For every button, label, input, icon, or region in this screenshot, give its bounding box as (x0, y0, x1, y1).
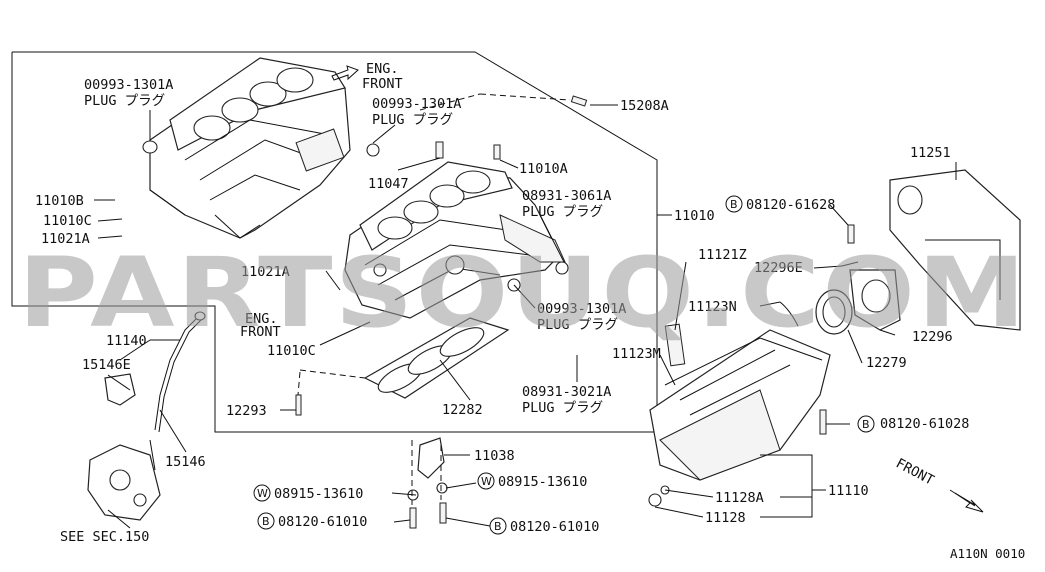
label-11123m: 11123M (612, 346, 661, 362)
label-11121z: 11121Z (698, 247, 747, 263)
label-15146e: 15146E (82, 357, 131, 373)
label-11251: 11251 (910, 145, 951, 161)
label-11110: 11110 (828, 483, 869, 499)
svg-text:B: B (730, 198, 738, 211)
plug-main-block-rear (366, 143, 380, 157)
label-b-61028: 08120-61028 (880, 416, 969, 432)
svg-text:B: B (494, 520, 502, 533)
svg-text:W: W (257, 487, 268, 500)
label-eng-front-mid-2: FRONT (240, 324, 281, 340)
label-plug-3-sub: PLUG プラグ (522, 204, 603, 220)
label-plug-4-sub: PLUG プラグ (537, 317, 618, 333)
svg-text:W: W (481, 475, 492, 488)
eng-front-arrow-top (331, 65, 359, 81)
label-11128: 11128 (705, 510, 746, 526)
label-12279: 12279 (866, 355, 907, 371)
label-front: FRONT (893, 455, 936, 488)
label-plug-4: 00993-1301A (537, 301, 626, 317)
gasket-12296e (841, 261, 859, 267)
oil-pan-gasket-12282 (363, 317, 510, 399)
label-plug-5-sub: PLUG プラグ (522, 400, 603, 416)
bolt-right (439, 502, 447, 524)
label-11123n: 11123N (688, 299, 737, 315)
label-11140: 11140 (106, 333, 147, 349)
plug-left-block (142, 140, 158, 154)
label-b-61628: 08120-61628 (746, 197, 835, 213)
label-11047: 11047 (368, 176, 409, 192)
cylinder-block-main (344, 161, 566, 319)
label-15208a: 15208A (620, 98, 669, 114)
oil-pump-housing (87, 444, 161, 521)
drain-plug-11128 (648, 493, 662, 507)
label-eng-front-top-2: FRONT (362, 76, 403, 92)
label-11010a: 11010A (519, 161, 568, 177)
baffle-11038 (417, 437, 445, 479)
dowel-11010a (493, 144, 501, 160)
label-b-61010-right: 08120-61010 (510, 519, 599, 535)
label-see-sec: SEE SEC.150 (60, 529, 149, 545)
bolt-61628 (847, 224, 855, 244)
label-w-13610-left: 08915-13610 (274, 486, 363, 502)
svg-text:B: B (262, 515, 270, 528)
label-plug-3: 08931-3061A (522, 188, 611, 204)
diagram-code: A110N 0010 (950, 546, 1025, 561)
label-plug-5: 08931-3021A (522, 384, 611, 400)
cylinder-block-left (149, 57, 351, 239)
circle-w-icon-right: W (477, 472, 495, 490)
circle-w-icon-left: W (253, 484, 271, 502)
label-plug-1-sub: PLUG プラグ (84, 93, 165, 109)
assembly-frame (11, 51, 658, 433)
washer-right (436, 482, 448, 494)
dowel-11047 (435, 141, 444, 159)
label-eng-front-top: ENG. (366, 61, 399, 77)
label-w-13610-right: 08915-13610 (498, 474, 587, 490)
retainer-12296 (849, 269, 901, 331)
plug-main-block-front (555, 261, 569, 275)
circle-b-icon-61628: B (725, 195, 743, 213)
rear-plate-11251 (889, 169, 1021, 331)
label-b-61010-left: 08120-61010 (278, 514, 367, 530)
label-12296: 12296 (912, 329, 953, 345)
label-12296e: 12296E (754, 260, 803, 276)
label-11021a-left: 11021A (41, 231, 90, 247)
bolt-12293 (295, 394, 302, 416)
label-11021a-mid: 11021A (241, 264, 290, 280)
oil-strainer-11121z (664, 323, 686, 367)
bolt-61028 (819, 409, 827, 435)
label-11010c-mid: 11010C (267, 343, 316, 359)
label-11038: 11038 (474, 448, 515, 464)
label-12293: 12293 (226, 403, 267, 419)
label-plug-2-sub: PLUG プラグ (372, 112, 453, 128)
leader-lines (94, 104, 957, 527)
bolt-left (409, 507, 417, 529)
label-12282: 12282 (442, 402, 483, 418)
circle-b-icon-left: B (257, 512, 275, 530)
label-plug-2: 00993-1301A (372, 96, 461, 112)
svg-text:B: B (862, 418, 870, 431)
label-plug-1: 00993-1301A (84, 77, 173, 93)
guide-bracket-15146e (104, 373, 136, 406)
label-11010: 11010 (674, 208, 715, 224)
label-11010b: 11010B (35, 193, 84, 209)
label-11010c-left: 11010C (43, 213, 92, 229)
oil-level-gauge-11140 (154, 311, 206, 433)
circle-b-icon-61028: B (857, 415, 875, 433)
pin-15208a (570, 95, 588, 107)
label-11128a: 11128A (715, 490, 764, 506)
front-arrow (949, 489, 984, 513)
watermark-text: PARTSOUQ.COM (18, 237, 1028, 349)
label-15146: 15146 (165, 454, 206, 470)
o-ring-11123n (779, 301, 799, 327)
oil-pan-11110 (649, 329, 831, 481)
label-eng-front-mid: ENG. (245, 311, 278, 327)
circle-b-icon-right: B (489, 517, 507, 535)
